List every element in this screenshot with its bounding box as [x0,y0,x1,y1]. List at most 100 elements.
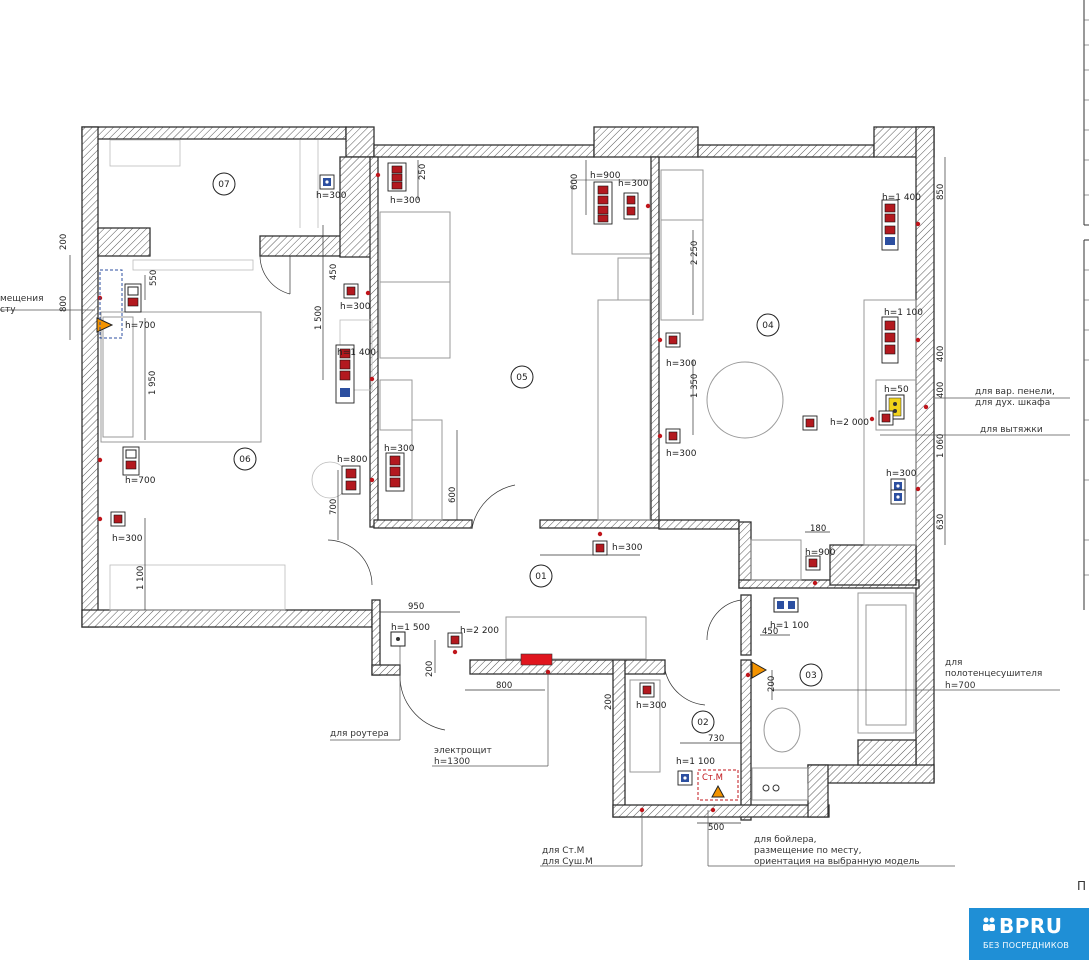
socket-block-05-tv [593,181,613,225]
room-04-label: 04 [762,321,774,331]
note-towel-3: h=700 [945,681,976,691]
svg-text:1 100: 1 100 [136,566,146,590]
svg-text:2 250: 2 250 [690,241,700,265]
svg-text:200: 200 [604,694,614,710]
h-label: h=300 [384,444,415,454]
electrical-panel [520,653,553,666]
room-02-label: 02 [697,718,708,728]
socket-block-06-right [335,344,355,404]
svg-text:200: 200 [425,661,435,677]
socket-block-06-low [341,465,361,495]
sheet-border [1083,0,1089,610]
svg-text:730: 730 [708,734,724,744]
dimension-texts: 200 800 550 450 1 500 1 950 1 100 700 25… [59,164,946,833]
svg-text:450: 450 [762,627,778,637]
h-label: h=700 [125,321,156,331]
door-swings [259,255,742,731]
switch-02 [677,770,693,786]
h-label: h=700 [125,476,156,486]
svg-text:450: 450 [329,264,339,280]
h-label: h=900 [805,548,836,558]
room-06-label: 06 [239,455,251,465]
note-panel-1: для вар. пенели, [975,387,1055,397]
note-boiler-1: для бойлера, [754,835,817,845]
warning-triangle-boiler [711,784,725,798]
socket-02 [639,682,655,698]
h-label: h=300 [612,543,643,553]
h-label: h=50 [884,385,909,395]
h-label: h=1 400 [337,348,376,358]
note-wm-2: для Суш.М [542,857,593,867]
room-01-label: 01 [535,572,546,582]
socket-06-right-top [343,283,359,299]
svg-text:850: 850 [936,184,946,200]
h-label: h=2 000 [830,418,869,428]
note-left-2: сту [0,305,16,315]
warning-triangle-06 [96,317,114,333]
leader-lines [0,309,1070,867]
furniture [100,139,917,801]
note-shield-2: h=1300 [434,757,470,767]
h-label: h=300 [316,191,347,201]
socket-04-left-1 [665,332,681,348]
people-icon [983,917,995,931]
socket-block-05-left [385,452,405,492]
walls [81,126,935,821]
note-towel-2: полотенцесушителя [945,669,1042,679]
note-panel-2: для дух. шкафа [975,398,1050,408]
socket-block-05-tv2 [623,192,639,220]
warning-triangle-03 [751,661,768,679]
socket-04-hood [878,410,894,426]
room-05-label: 05 [516,373,527,383]
h-label: h=2 200 [460,626,499,636]
logo-subtitle: БЕЗ ПОСРЕДНИКОВ [983,941,1070,950]
svg-text:1 500: 1 500 [314,306,324,330]
h-label: h=1 100 [676,757,715,767]
svg-text:250: 250 [418,164,428,180]
electrical-outlets [96,162,906,801]
note-towel-1: для [945,658,962,668]
h-label: h=300 [390,196,421,206]
svg-text:200: 200 [767,676,777,692]
svg-text:1 950: 1 950 [148,371,158,395]
height-labels: h=300 h=300 h=900 h=300 h=1 400 h=1 100 … [112,171,923,767]
svg-text:950: 950 [408,602,424,612]
socket-boiler-corridor [805,555,821,571]
site-logo: BPRU БЕЗ ПОСРЕДНИКОВ [969,908,1089,960]
note-right-edge: П [1077,879,1086,893]
h-label: h=300 [112,534,143,544]
switch-07 [319,174,335,190]
svg-text:500: 500 [708,823,724,833]
room-07-label: 07 [218,180,229,190]
switch-03 [773,597,799,613]
svg-text:600: 600 [570,174,580,190]
socket-block-04-mid [881,316,899,364]
connection-points [97,172,929,813]
note-router: для роутера [330,729,389,739]
room-03-label: 03 [805,671,816,681]
room-markers: 07 06 05 04 01 02 03 [212,172,823,734]
h-label: h=300 [618,179,649,189]
socket-06-top [124,283,142,313]
h-label: h=900 [590,171,621,181]
h-label: h=1 500 [391,623,430,633]
h-label: h=300 [666,449,697,459]
note-left-1: мещения [0,294,44,304]
svg-text:400: 400 [936,382,946,398]
h-label: h=300 [340,302,371,312]
note-shield-1: электрощит [434,746,492,756]
svg-text:200: 200 [59,234,69,250]
svg-text:550: 550 [149,270,159,286]
notes: мещения сту для вар. пенели, для дух. шк… [0,294,1086,893]
socket-06-mid [122,446,140,476]
h-label: h=800 [337,455,368,465]
note-boiler-2: размещение по месту, [754,846,861,856]
h-label: h=1 400 [882,193,921,203]
socket-04-left-2 [665,428,681,444]
note-boiler-3: ориентация на выбранную модель [754,857,920,867]
svg-text:700: 700 [329,499,339,515]
socket-01 [592,540,608,556]
svg-text:400: 400 [936,346,946,362]
svg-text:800: 800 [59,296,69,312]
h-label: h=1 100 [770,621,809,631]
